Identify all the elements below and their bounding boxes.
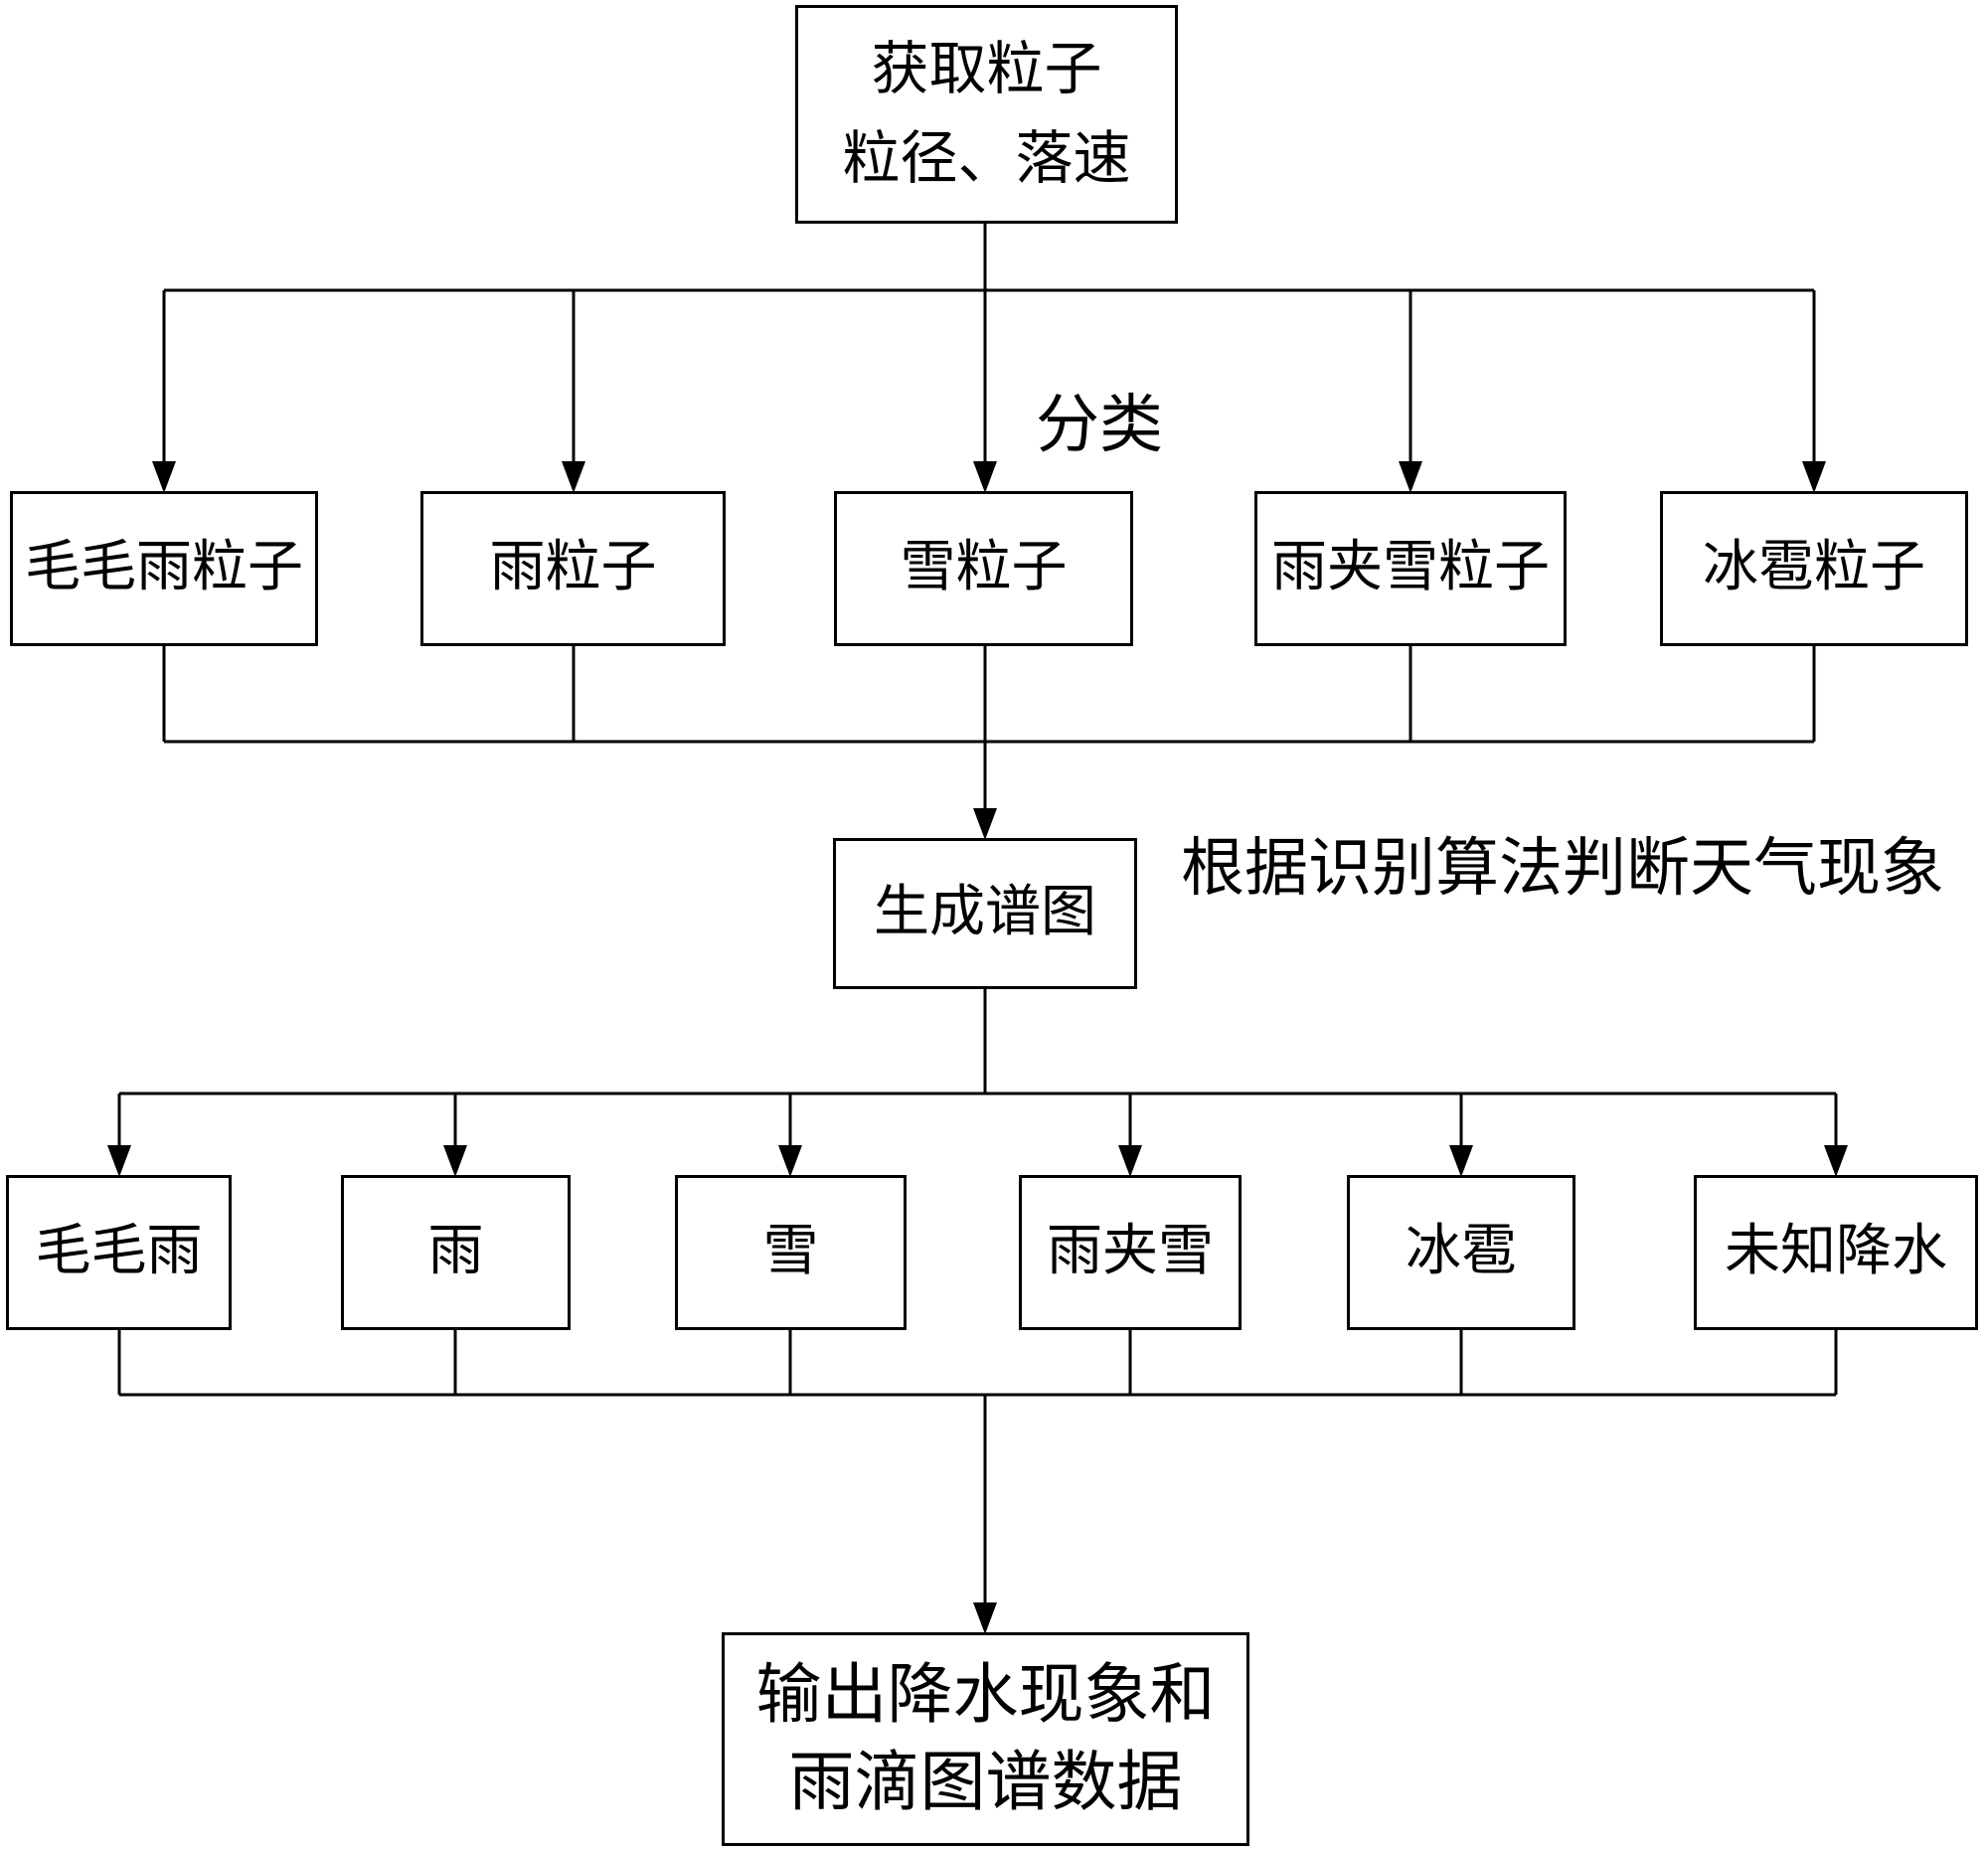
arrow-down-icon xyxy=(443,1145,467,1177)
arrow-down-icon xyxy=(1824,1145,1848,1177)
node-output-result: 输出降水现象和 雨滴图谱数据 xyxy=(722,1632,1249,1846)
arrow-down-icon xyxy=(107,1145,131,1177)
node-sleet: 雨夹雪 xyxy=(1019,1175,1242,1330)
arrow-down-icon xyxy=(1802,461,1826,493)
node-label: 雪粒子 xyxy=(900,537,1068,599)
node-label: 毛毛雨粒子 xyxy=(25,537,303,599)
arrowhead-icons xyxy=(107,461,1848,1634)
node-label: 雨夹雪粒子 xyxy=(1271,537,1550,599)
node-hail: 冰雹 xyxy=(1347,1175,1575,1330)
node-label: 生成谱图 xyxy=(874,882,1096,944)
node-generate-spectrum: 生成谱图 xyxy=(833,838,1137,989)
arrow-down-icon xyxy=(778,1145,802,1177)
node-acquire-particle: 获取粒子 粒径、落速 xyxy=(795,5,1178,224)
node-label: 输出降水现象和 xyxy=(755,1659,1216,1733)
node-label: 毛毛雨 xyxy=(35,1221,203,1283)
node-label: 冰雹粒子 xyxy=(1703,537,1925,599)
connector-lines xyxy=(117,224,1838,1620)
node-label: 获取粒子 xyxy=(871,37,1102,102)
node-drizzle: 毛毛雨 xyxy=(6,1175,232,1330)
node-snow-particle: 雪粒子 xyxy=(834,491,1133,646)
arrow-down-icon xyxy=(152,461,176,493)
node-rain: 雨 xyxy=(341,1175,571,1330)
arrow-down-icon xyxy=(1399,461,1422,493)
node-label: 雪 xyxy=(762,1221,819,1283)
node-drizzle-particle: 毛毛雨粒子 xyxy=(10,491,318,646)
arrow-down-icon xyxy=(1449,1145,1473,1177)
node-hail-particle: 冰雹粒子 xyxy=(1660,491,1968,646)
classify-label: 分类 xyxy=(1036,390,1163,460)
arrow-down-icon xyxy=(1118,1145,1142,1177)
node-snow: 雪 xyxy=(675,1175,907,1330)
node-label: 雨粒子 xyxy=(489,537,657,599)
arrow-down-icon xyxy=(562,461,585,493)
algorithm-label: 根据识别算法判断天气现象 xyxy=(1181,833,1944,904)
node-rain-particle: 雨粒子 xyxy=(420,491,726,646)
node-label: 粒径、落速 xyxy=(842,126,1131,191)
node-label: 雨 xyxy=(427,1221,484,1283)
node-label: 冰雹 xyxy=(1406,1221,1517,1283)
node-sleet-particle: 雨夹雪粒子 xyxy=(1254,491,1567,646)
arrow-down-icon xyxy=(973,1602,997,1634)
arrow-down-icon xyxy=(973,808,997,840)
arrow-down-icon xyxy=(973,461,997,493)
node-label: 未知降水 xyxy=(1725,1221,1947,1283)
node-label: 雨滴图谱数据 xyxy=(788,1746,1183,1819)
node-label: 雨夹雪 xyxy=(1047,1221,1214,1283)
node-unknown-precipitation: 未知降水 xyxy=(1694,1175,1978,1330)
